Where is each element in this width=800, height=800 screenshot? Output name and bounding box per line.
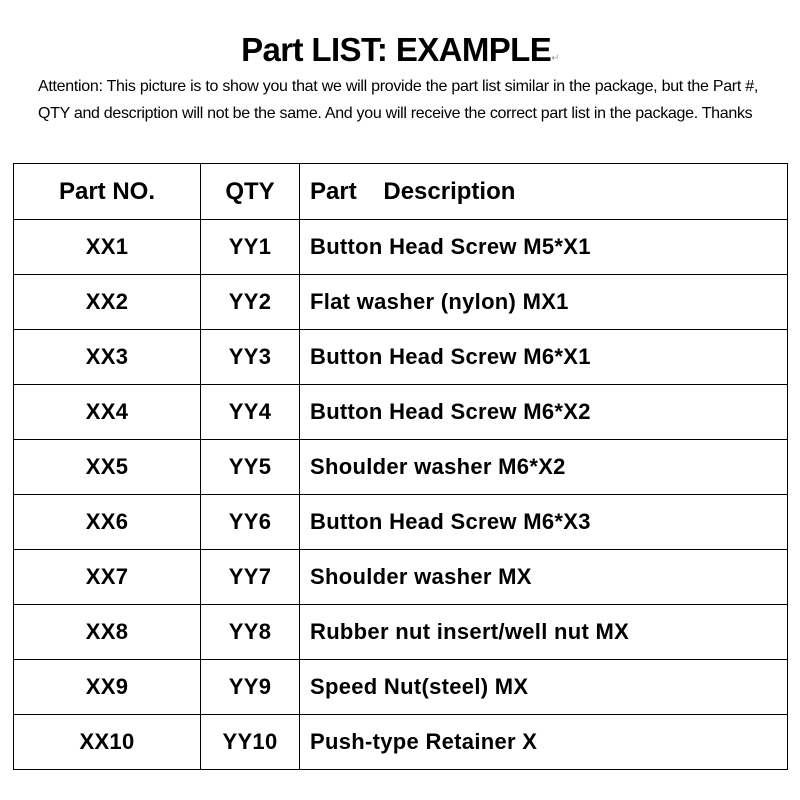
qty-cell: YY10 — [200, 714, 300, 770]
description-cell: Shoulder washer M6*X2 — [299, 439, 788, 495]
description-cell: Button Head Screw M6*X1 — [299, 329, 788, 385]
table-header-row: Part NO. QTY Part Description — [13, 163, 788, 220]
qty-cell: YY4 — [200, 384, 300, 440]
qty-cell: YY8 — [200, 604, 300, 660]
paragraph-mark-icon: ↵ — [551, 53, 559, 64]
qty-cell: YY5 — [200, 439, 300, 495]
part-no-cell: XX5 — [13, 439, 201, 495]
part-no-cell: XX7 — [13, 549, 201, 605]
qty-cell: YY9 — [200, 659, 300, 715]
description-cell: Button Head Screw M6*X3 — [299, 494, 788, 550]
part-no-cell: XX1 — [13, 219, 201, 275]
part-no-cell: XX6 — [13, 494, 201, 550]
part-no-cell: XX2 — [13, 274, 201, 330]
description-cell: Shoulder washer MX — [299, 549, 788, 605]
part-no-cell: XX8 — [13, 604, 201, 660]
description-cell: Rubber nut insert/well nut MX — [299, 604, 788, 660]
description-cell: Flat washer (nylon) MX1 — [299, 274, 788, 330]
header-description: Part Description — [299, 163, 788, 220]
qty-cell: YY1 — [200, 219, 300, 275]
description-cell: Button Head Screw M5*X1 — [299, 219, 788, 275]
description-cell: Push-type Retainer X — [299, 714, 788, 770]
qty-cell: YY3 — [200, 329, 300, 385]
part-no-cell: XX4 — [13, 384, 201, 440]
qty-cell: YY7 — [200, 549, 300, 605]
part-no-cell: XX9 — [13, 659, 201, 715]
qty-cell: YY6 — [200, 494, 300, 550]
header-qty: QTY — [200, 163, 300, 220]
attention-note: Attention: This picture is to show you t… — [38, 78, 758, 122]
header-part-no: Part NO. — [13, 163, 201, 220]
description-cell: Button Head Screw M6*X2 — [299, 384, 788, 440]
part-no-cell: XX3 — [13, 329, 201, 385]
qty-cell: YY2 — [200, 274, 300, 330]
title-text: Part LIST: EXAMPLE — [241, 31, 552, 68]
page-title: Part LIST: EXAMPLE↵ — [0, 30, 800, 79]
description-cell: Speed Nut(steel) MX — [299, 659, 788, 715]
part-no-cell: XX10 — [13, 714, 201, 770]
